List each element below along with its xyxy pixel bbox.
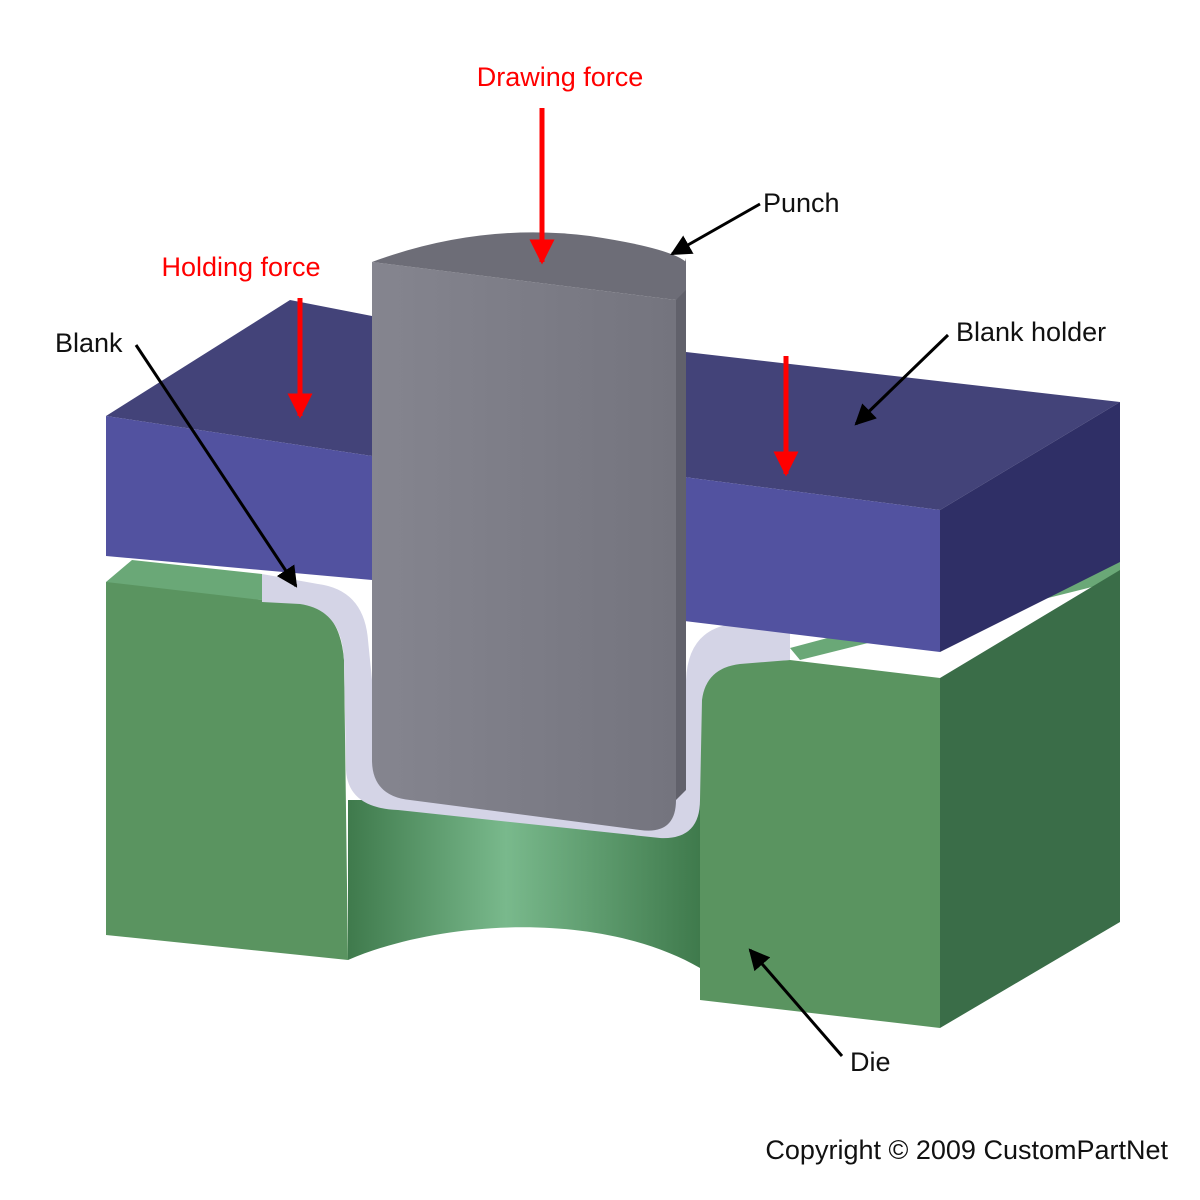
punch-front-face bbox=[372, 262, 676, 831]
die-label: Die bbox=[850, 1047, 891, 1077]
punch-label: Punch bbox=[763, 188, 840, 218]
blank-holder-leader-arrow bbox=[854, 333, 950, 426]
die-right-front bbox=[700, 660, 940, 1028]
die-left-front bbox=[106, 582, 348, 960]
blank-holder-label: Blank holder bbox=[956, 317, 1106, 347]
punch-side-face bbox=[676, 258, 686, 800]
drawing-force-label: Drawing force bbox=[477, 62, 644, 92]
die bbox=[106, 560, 1120, 1028]
punch-top-face bbox=[372, 232, 686, 300]
blank-leader-arrow bbox=[134, 344, 298, 588]
punch bbox=[372, 232, 686, 831]
blank-holder-right-side bbox=[940, 402, 1120, 652]
die-right-side-face bbox=[940, 570, 1120, 1028]
force-arrows bbox=[287, 108, 799, 477]
die-bore bbox=[348, 800, 700, 968]
blank-holder-front-right bbox=[676, 476, 940, 652]
copyright-notice: Copyright © 2009 CustomPartNet bbox=[765, 1135, 1168, 1165]
holding-force-label: Holding force bbox=[161, 252, 320, 282]
die-leader-arrow bbox=[748, 948, 844, 1057]
punch-leader-arrow bbox=[670, 202, 761, 256]
blank-label: Blank bbox=[55, 328, 123, 358]
leader-arrows bbox=[134, 202, 950, 1057]
